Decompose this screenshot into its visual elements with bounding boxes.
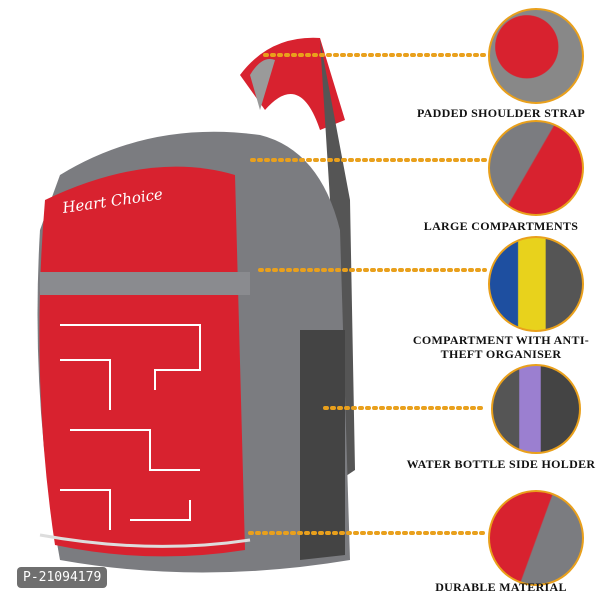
product-id-badge: P-21094179 [17, 567, 108, 588]
feature-image-material [488, 490, 584, 586]
feature-label: COMPARTMENT WITH ANTI-THEFT ORGANISER [412, 333, 590, 361]
feature-label: WATER BOTTLE SIDE HOLDER [406, 457, 596, 471]
feature-label: DURABLE MATERIAL [435, 580, 567, 594]
feature-image-bottle-holder [491, 364, 581, 454]
feature-image-compartments [488, 120, 584, 216]
feature-label: PADDED SHOULDER STRAP [416, 106, 586, 120]
feature-label: LARGE COMPARTMENTS [423, 219, 579, 233]
feature-image-shoulder-strap [488, 8, 584, 104]
feature-image-organiser [488, 236, 584, 332]
